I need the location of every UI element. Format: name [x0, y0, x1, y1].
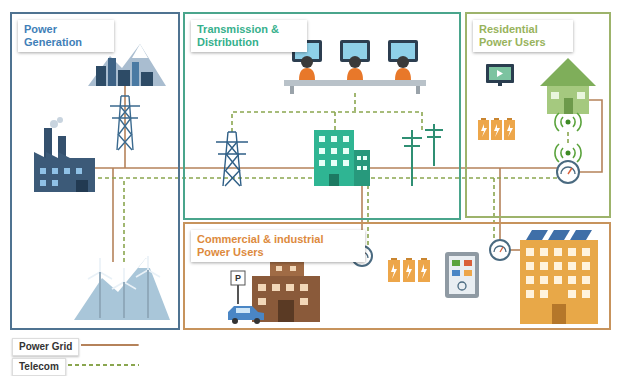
legend-text: Telecom: [12, 358, 66, 376]
wireless-icon: [555, 113, 581, 162]
legend-line-sample: [81, 336, 139, 354]
panel-heading: Commercial & industrial Power Users: [191, 230, 365, 262]
pylon-icon: [110, 96, 140, 150]
smart-meter-icon: [490, 240, 510, 260]
factory-icon: [34, 117, 95, 192]
sign-label: P: [231, 272, 245, 284]
telecom-wires: [70, 93, 568, 262]
legend-row: Telecom: [12, 356, 66, 374]
panel-heading: Power Generation: [18, 20, 114, 52]
pylon-icon: [216, 132, 248, 186]
legend-text: Power Grid: [12, 338, 79, 356]
region-panel: Transmission & Distribution: [183, 12, 461, 220]
panel-heading: Residential Power Users: [473, 20, 573, 52]
legend-row: Power Grid: [12, 336, 79, 354]
legend-line: [68, 364, 139, 366]
battery-icon: [478, 118, 515, 140]
wind-farm-icon: [74, 256, 170, 320]
utility-pole-icon: [402, 124, 443, 186]
region-panel: Residential Power Users: [465, 12, 611, 218]
parking-sign-icon: [231, 271, 245, 304]
substation-icon: [314, 130, 370, 186]
apartment-icon: [520, 230, 598, 324]
region-panel: Power Generation: [10, 12, 180, 330]
tv-icon: [486, 64, 514, 86]
car-icon: [228, 306, 264, 324]
house-icon: [540, 58, 596, 114]
region-panel: Commercial & industrial Power Users: [183, 222, 611, 330]
power-grid-wires: [95, 86, 602, 262]
legend-line: [81, 344, 139, 346]
legend-line-sample: [68, 356, 139, 374]
panel-heading: Transmission & Distribution: [191, 20, 307, 52]
battery-icon: [388, 258, 430, 282]
control-panel-icon: [445, 252, 479, 298]
smart-meter-icon: [557, 161, 579, 183]
